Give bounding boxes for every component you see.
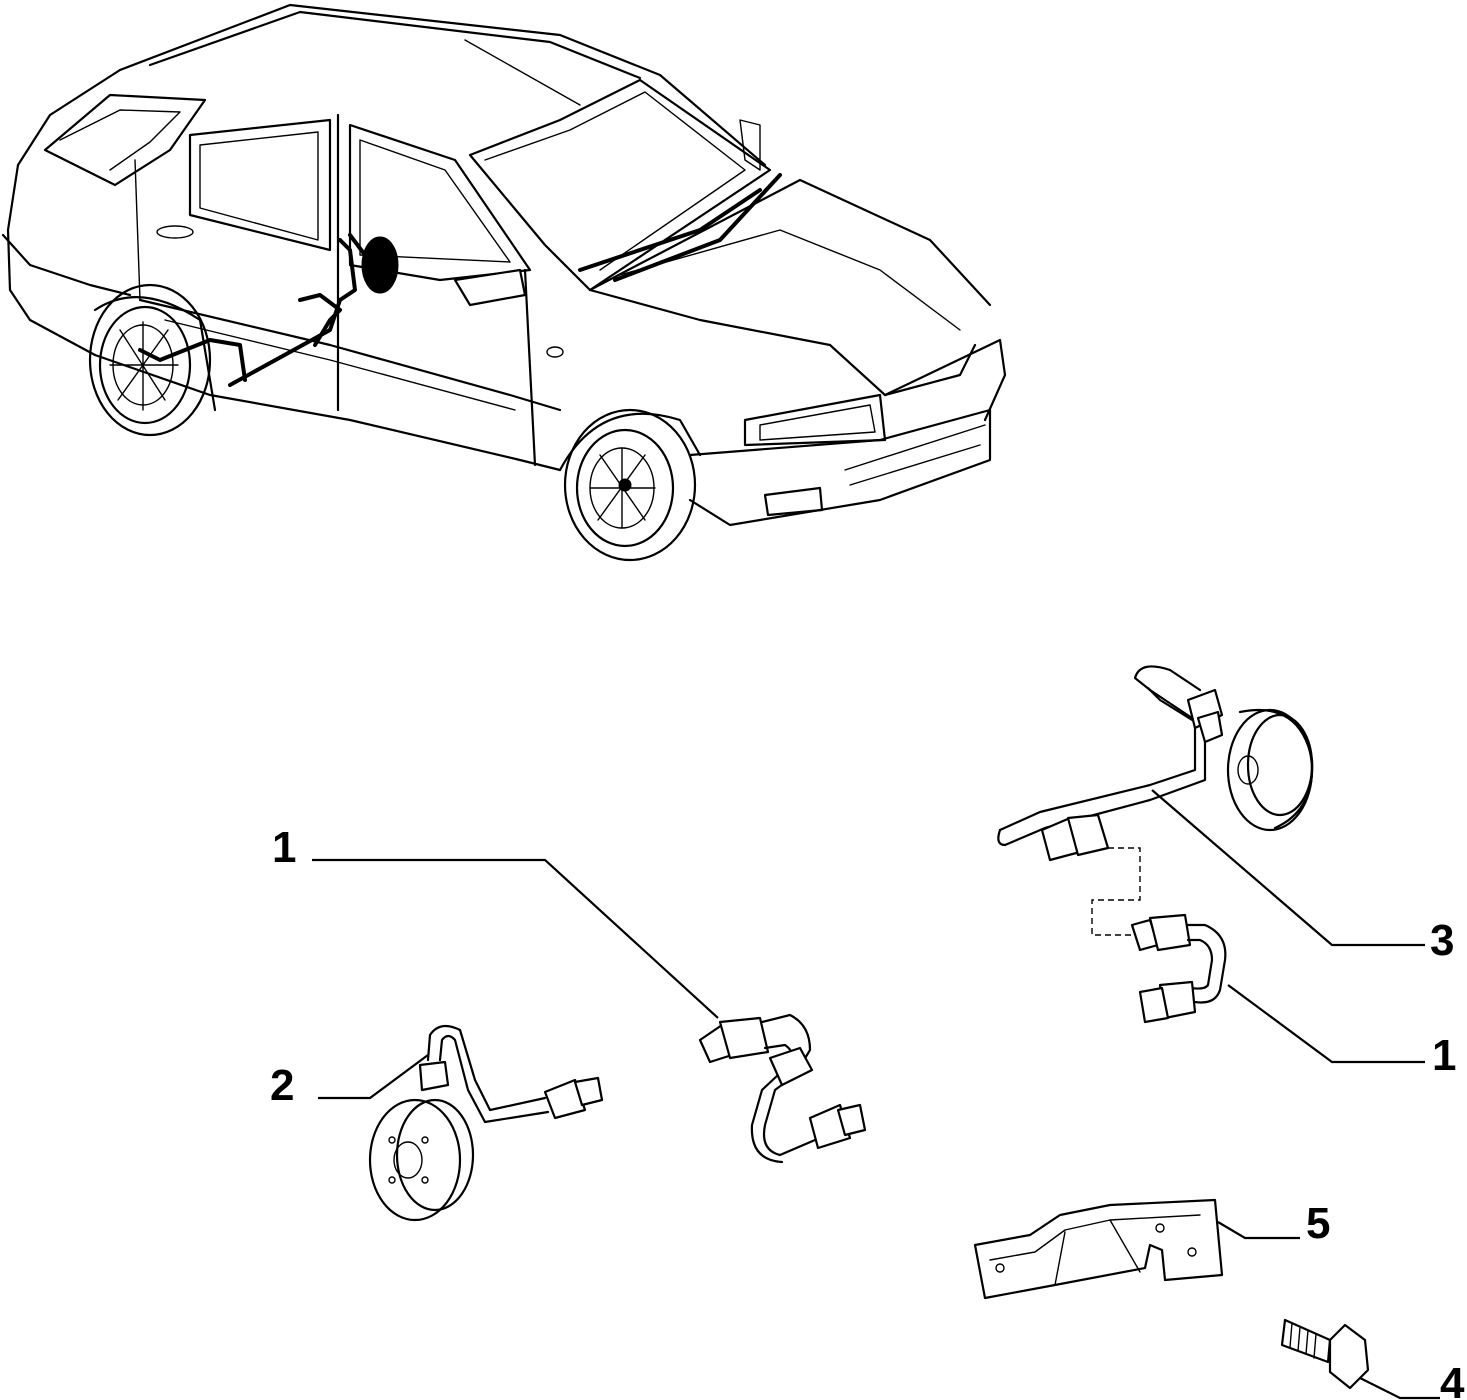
leader-line-5 <box>1217 1221 1300 1240</box>
part-5-bracket <box>973 1198 1224 1300</box>
part-3-front-brake-pipe <box>997 665 1314 862</box>
leader-line-2 <box>318 1054 429 1100</box>
callout-4: 4 <box>1440 1359 1465 1400</box>
part-4-bolt <box>1280 1318 1370 1390</box>
leader-line-1-left <box>312 858 719 1019</box>
leader-line-1-right <box>1227 984 1425 1064</box>
callout-1-right: 1 <box>1432 1031 1456 1080</box>
car-illustration-icon <box>1 3 1007 562</box>
callout-1-left: 1 <box>272 823 296 872</box>
callout-5: 5 <box>1306 1199 1330 1248</box>
part-1-right-brake-pipe <box>1130 913 1227 1024</box>
leader-line-4 <box>1359 1377 1440 1400</box>
callout-2: 2 <box>270 1061 294 1110</box>
callout-3: 3 <box>1430 916 1454 965</box>
connection-dashed-line <box>1091 847 1141 936</box>
part-2-rear-brake-pipe <box>368 1024 604 1222</box>
leader-line-3 <box>1151 789 1425 947</box>
part-1-left-brake-pipe <box>698 1013 867 1164</box>
